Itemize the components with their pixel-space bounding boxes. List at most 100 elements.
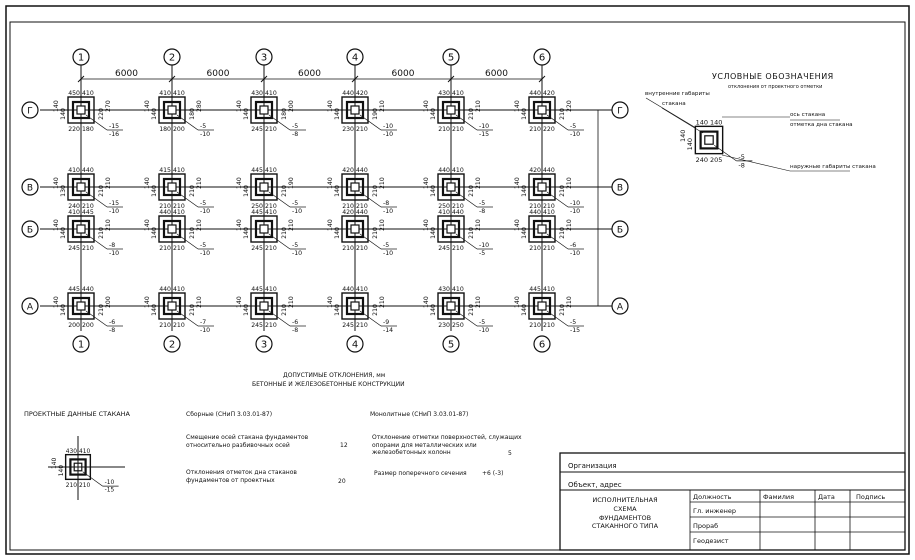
dim-bottom-right: 210 — [452, 203, 464, 210]
foundation-glass-outline — [254, 100, 274, 120]
dim-right-top: 210 — [98, 227, 105, 239]
deviation-mark-upper: -15 — [109, 200, 119, 207]
dim-bottom-right: 210 — [452, 126, 464, 133]
title-block-frame — [559, 452, 906, 551]
dim-bottom-right: 250 — [452, 322, 464, 329]
mark-leader — [85, 191, 108, 208]
dim-bottom-left: 240 — [68, 203, 80, 210]
axis-label: 6 — [539, 340, 545, 351]
dimension-tick — [447, 75, 455, 83]
dim-left-bottom: 140 — [144, 296, 151, 308]
deviation-mark-upper: -5 — [383, 242, 389, 249]
dim-left-bottom: 140 — [236, 177, 243, 189]
dim-left-top: 140 — [521, 108, 528, 120]
dim-left-bottom: 140 — [514, 100, 521, 112]
dim-top-right: 440 — [82, 286, 94, 293]
foundation-glass-bottom — [350, 301, 360, 311]
dim-bottom-right: 205 — [710, 156, 722, 164]
dim-left-bottom: 140 — [53, 219, 60, 231]
dim-top-left: 440 — [159, 209, 171, 216]
dim-left-top: 140 — [521, 304, 528, 316]
foundation-glass-bottom — [167, 182, 177, 192]
foundation-glass-bottom — [537, 182, 547, 192]
deviation-mark-upper: -10 — [383, 123, 393, 130]
foundation-outer-outline — [341, 173, 369, 201]
dim-right-bottom: 270 — [105, 100, 112, 112]
dim-top-right: 410 — [265, 167, 277, 174]
foundation-glass-bottom — [537, 301, 547, 311]
mark-leader — [85, 114, 108, 131]
foundation-glass-outline — [162, 100, 182, 120]
dim-top-left: 440 — [529, 90, 541, 97]
dim-top-right: 410 — [452, 167, 464, 174]
dim-top-right: 410 — [265, 209, 277, 216]
dim-left-top: 140 — [334, 227, 341, 239]
dim-right-top: 210 — [281, 185, 288, 197]
dim-left-top: 140 — [430, 185, 437, 197]
foundation-outer-outline — [528, 292, 556, 320]
foundation-glass-outline — [345, 219, 365, 239]
dim-bottom-left: 245 — [251, 126, 263, 133]
dim-right-bottom: 210 — [196, 219, 203, 231]
axis-bubble — [21, 178, 39, 196]
dim-top-right: 410 — [452, 90, 464, 97]
dimension-tick — [77, 75, 85, 83]
foundation-glass-bottom — [76, 301, 86, 311]
dim-right-bottom: 210 — [475, 219, 482, 231]
position-chief-engineer: Гл. инженер — [693, 507, 736, 515]
dim-left-bottom: 140 — [514, 296, 521, 308]
dim-bottom-right: 180 — [82, 126, 94, 133]
dim-left-bottom: 140 — [144, 177, 151, 189]
deviation-mark-upper: -5 — [479, 319, 485, 326]
dimension-label: 6000 — [392, 69, 415, 79]
dim-left-top: 140 — [521, 227, 528, 239]
deviation-mark-lower: -10 — [570, 250, 580, 257]
axis-label: Б — [617, 226, 623, 236]
foundation-glass-bottom — [259, 224, 269, 234]
dim-bottom-left: 250 — [438, 203, 450, 210]
axis-label: 4 — [352, 340, 358, 351]
legend-subtitle: отклонения от проектного отметки — [728, 84, 823, 90]
foundation-glass-outline — [162, 219, 182, 239]
deviation-mark-lower: -8 — [738, 161, 744, 169]
dim-left-bottom: 140 — [514, 219, 521, 231]
axis-bubble — [533, 48, 551, 66]
foundation-outer-outline — [67, 96, 95, 124]
legend-leader — [661, 107, 704, 134]
dim-left-bottom: 140 — [679, 130, 687, 142]
dim-bottom-left: 245 — [251, 245, 263, 252]
dim-top-right: 410 — [543, 209, 555, 216]
dim-top-right: 410 — [173, 90, 185, 97]
dim-top-left: 440 — [342, 90, 354, 97]
dim-top-left: 430 — [251, 90, 263, 97]
dim-right-bottom: 210 — [379, 296, 386, 308]
axis-bubble — [346, 335, 364, 353]
foundation-outer-outline — [67, 215, 95, 243]
mark-leader — [359, 114, 382, 131]
dim-bottom-left: 245 — [342, 322, 354, 329]
dim-right-top: 210 — [559, 108, 566, 120]
dim-left-bottom: 140 — [144, 219, 151, 231]
dim-left-top: 140 — [521, 185, 528, 197]
foundation-glass-outline — [699, 130, 719, 150]
deviation-mark-lower: -10 — [200, 327, 210, 334]
axis-label: 2 — [169, 53, 175, 64]
dim-bottom-right: 210 — [543, 245, 555, 252]
foundation-glass-outline — [71, 296, 91, 316]
foundation-outer-outline — [528, 96, 556, 124]
dim-top-left: 420 — [342, 167, 354, 174]
axis-bubble — [611, 101, 629, 119]
dim-top-right: 440 — [452, 209, 464, 216]
dim-bottom-left: 210 — [159, 245, 171, 252]
dim-left-top: 140 — [430, 108, 437, 120]
dim-bottom-right: 210 — [82, 203, 94, 210]
mark-leader — [546, 191, 569, 208]
legend-leader — [721, 154, 791, 172]
axis-bubble — [255, 48, 273, 66]
deviation-mark-lower: -10 — [109, 250, 119, 257]
deviation-mark-lower: -14 — [383, 327, 393, 334]
